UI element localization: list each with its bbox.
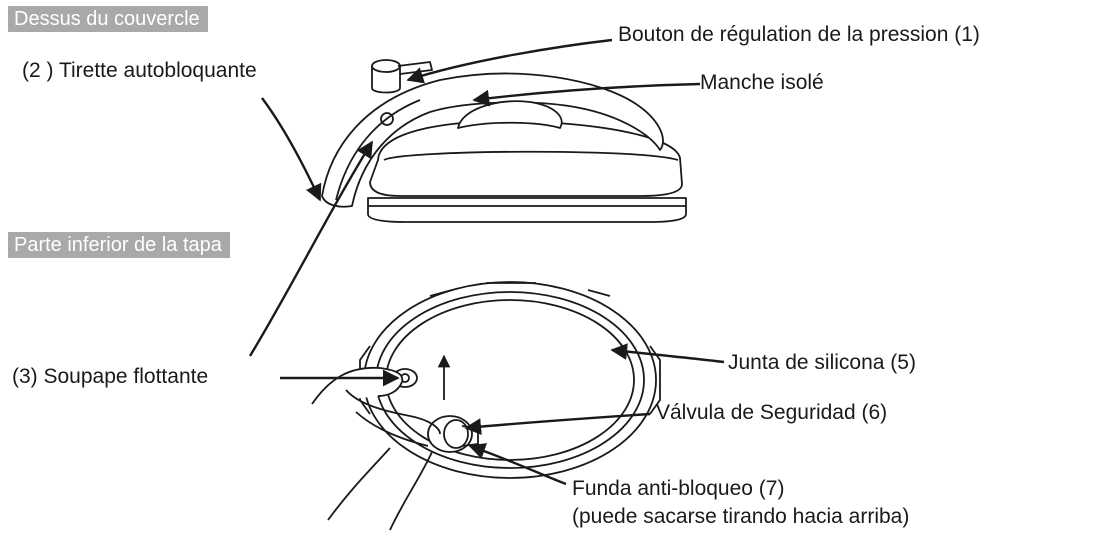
leader-lines [248,38,725,486]
section-tag-top: Dessus du couvercle [8,6,208,32]
label-handle: Manche isolé [700,71,824,94]
label-anti-block-sleeve: Funda anti-bloqueo (7) [572,477,785,500]
label-pressure-knob: Bouton de régulation de la pression (1) [618,23,980,46]
label-safety-valve: Válvula de Seguridad (6) [656,401,888,424]
label-float-valve: (3) Soupape flottante [12,365,209,388]
lid-top-drawing [321,59,687,223]
label-silicone-gasket: Junta de silicona (5) [728,351,916,374]
section-tag-bottom: Parte inferior de la tapa [8,232,230,258]
lid-underside-drawing [311,281,661,531]
label-self-lock-pull: (2 ) Tirette autobloquante [22,59,257,82]
label-anti-block-note: (puede sacarse tirando hacia arriba) [572,505,910,528]
